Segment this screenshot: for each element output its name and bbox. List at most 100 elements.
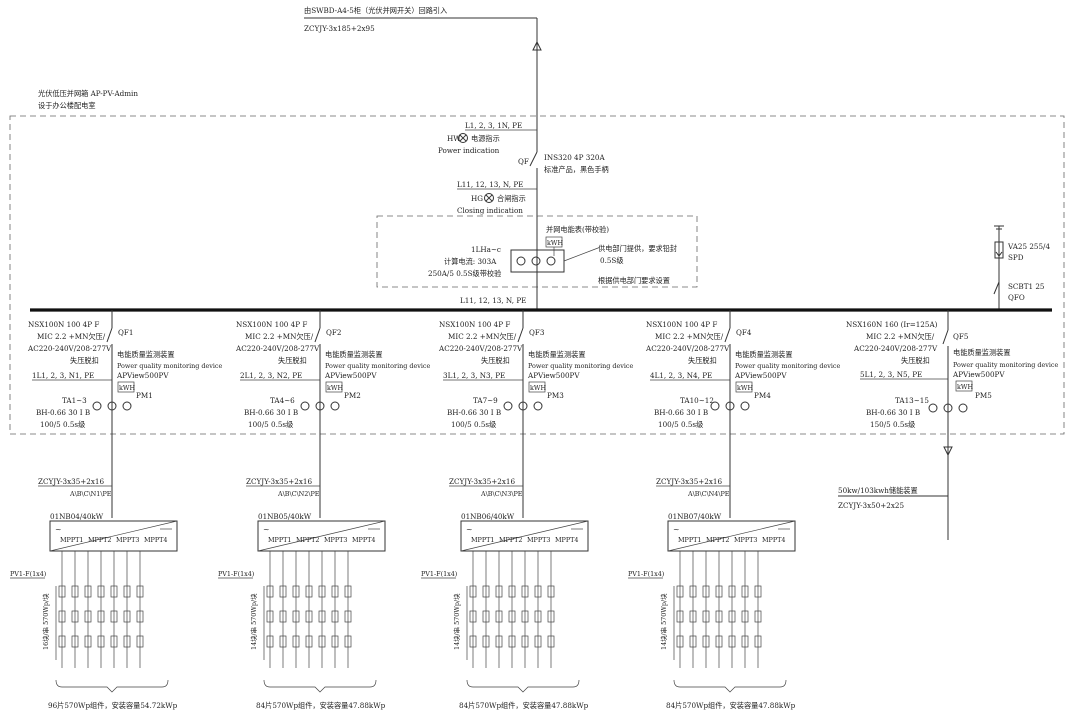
main-breaker-note: 标准产品，黑色手柄 [544, 165, 609, 174]
pv-module-icon [305, 610, 313, 623]
pv-module-icon [728, 585, 736, 598]
pv-module-icon [508, 585, 516, 598]
pv-module-icon [84, 585, 92, 598]
branch-kwh-box [325, 381, 343, 393]
branch-qf: QF4 [736, 328, 752, 337]
branch-ta: TA4~6 [270, 396, 295, 405]
pv-module-icon [741, 585, 749, 598]
ac-sine-icon: ~ [263, 525, 270, 534]
storage-phase: 5L1, 2, 3, N5, PE [860, 370, 922, 379]
branch-cable: ZCYJY-3x35+2x16 [449, 477, 515, 486]
branch-volt: AC220-240V/208-277V [645, 344, 730, 353]
pv-module-icon [495, 635, 503, 648]
branch-mic: MIC 2.2 +MN欠压/ [245, 332, 314, 341]
storage-kwh: kWH [957, 383, 973, 391]
pv-module-icon [715, 635, 723, 648]
pv-module-icon [292, 635, 300, 648]
branch-mppt-label: MPPT4 [762, 536, 785, 544]
inverter-box [667, 520, 796, 552]
meter-current: 计算电流: 303A [444, 257, 497, 266]
branch-breaker-model: NSX100N 100 4P F [236, 320, 307, 329]
pv-module-icon [547, 585, 555, 598]
branch-breaker-model: NSX100N 100 4P F [439, 320, 510, 329]
pv-module-icon [689, 635, 697, 648]
pv-module-icon [702, 585, 710, 598]
branch-capacity: 84片570Wp组件，安装容量47.88kWp [256, 701, 386, 710]
pv-module-icon [97, 585, 105, 598]
qfo-tag: QFO [1008, 293, 1025, 302]
storage-ta: TA13~15 [895, 396, 929, 405]
qfo-blade-icon [993, 281, 1000, 295]
pv-module-icon [136, 610, 144, 623]
branch-inverter-label: 01NB06/40kW [461, 512, 515, 521]
inverter-box [460, 520, 589, 552]
pv-module-icon [71, 635, 79, 648]
pv-module-icon [58, 610, 66, 623]
pv-module-icon [279, 585, 287, 598]
pv-module-icon [534, 610, 542, 623]
branch-inverter-label: 01NB05/40kW [258, 512, 312, 521]
branch-mic: MIC 2.2 +MN欠压/ [448, 332, 517, 341]
branch-pv-label: PV1-F(1x4) [421, 570, 457, 578]
pv-module-icon [84, 635, 92, 648]
pv-module-icon [547, 610, 555, 623]
hw-tag: HW [447, 134, 461, 143]
pv-module-icon [71, 585, 79, 598]
branch-inverter-label: 01NB04/40kW [50, 512, 104, 521]
branch-capacity: 96片570Wp组件，安装容量54.72kWp [48, 701, 178, 710]
incoming-feed: 由SWBD-A4-5柜（光伏并网开关）回路引入 ZCYJY-3x185+2x95 [304, 6, 542, 140]
pv-module-icon [136, 635, 144, 648]
branch-capacity: 84片570Wp组件，安装容量47.88kWp [459, 701, 589, 710]
branch-breaker-model: NSX100N 100 4P F [646, 320, 717, 329]
branch-breaker-blade-icon [106, 327, 113, 343]
pv-module-icon [676, 585, 684, 598]
closing-lamp-icon [484, 193, 494, 203]
branch-mppt-label: MPPT2 [88, 536, 111, 544]
branch-phases: A\B\C\N2\PE [277, 490, 320, 498]
meter-class: 0.5S级 [600, 256, 624, 265]
branch-device-en: Power quality monitoring device [735, 362, 840, 370]
spd-tag: SPD [1008, 253, 1024, 262]
pv-module-icon [495, 585, 503, 598]
branch-phase-label: 4L1, 2, 3, N4, PE [650, 371, 712, 380]
branch-mppt-label: MPPT4 [555, 536, 578, 544]
storage-cable-label: ZCYJY-3x50+2x25 [838, 501, 904, 510]
pv-module-icon [702, 610, 710, 623]
incoming-phase-label: L1, 2, 3, 1N, PE [465, 121, 522, 130]
qfo-model: SCBT1 25 [1008, 282, 1045, 291]
storage-arrow-icon [943, 446, 953, 457]
storage-device-cn: 电能质量监测装置 [953, 348, 1011, 357]
branch-ratio: 100/5 0.5s级 [451, 420, 496, 429]
pv-module-icon [58, 635, 66, 648]
pv-module-icon [58, 585, 66, 598]
branch-ct-icon [710, 401, 750, 411]
branch-mppt-label: MPPT2 [706, 536, 729, 544]
pv-module-icon [71, 610, 79, 623]
branch-mppt-label: MPPT4 [144, 536, 167, 544]
branch-phases: A\B\C\N1\PE [69, 490, 112, 498]
pv-module-icon [110, 585, 118, 598]
spd-icon [994, 241, 1004, 259]
branch-ta: TA1~3 [62, 396, 87, 405]
branch-mppt-label: MPPT4 [352, 536, 375, 544]
pv-module-icon [521, 610, 529, 623]
metering-section: 并网电能表(带校验) kWH 1LHa~c 计算电流: 303A 250A/5 … [376, 215, 698, 310]
branch-kwh-box [528, 381, 546, 393]
meter-provided-note: 供电部门提供，要求铅封 [598, 244, 677, 253]
storage-trip: 失压脱扣 [901, 356, 930, 365]
pv-module-icon [344, 635, 352, 648]
storage-bh: BH-0.66 30 I B [866, 408, 920, 417]
branch-mppt-label: MPPT3 [527, 536, 550, 544]
hg-tag: HG [471, 194, 483, 203]
branch-pm: PM4 [754, 391, 771, 400]
box-outline [9, 115, 1065, 435]
pv-module-icon [123, 635, 131, 648]
branch-ratio: 100/5 0.5s级 [658, 420, 703, 429]
hg-label-en: Closing indication [457, 206, 523, 215]
pv-module-icon [266, 635, 274, 648]
pv-module-icon [676, 635, 684, 648]
pv-module-icon [123, 610, 131, 623]
branch-trip: 失压脱扣 [278, 356, 307, 365]
ac-sine-icon: ~ [673, 525, 680, 534]
